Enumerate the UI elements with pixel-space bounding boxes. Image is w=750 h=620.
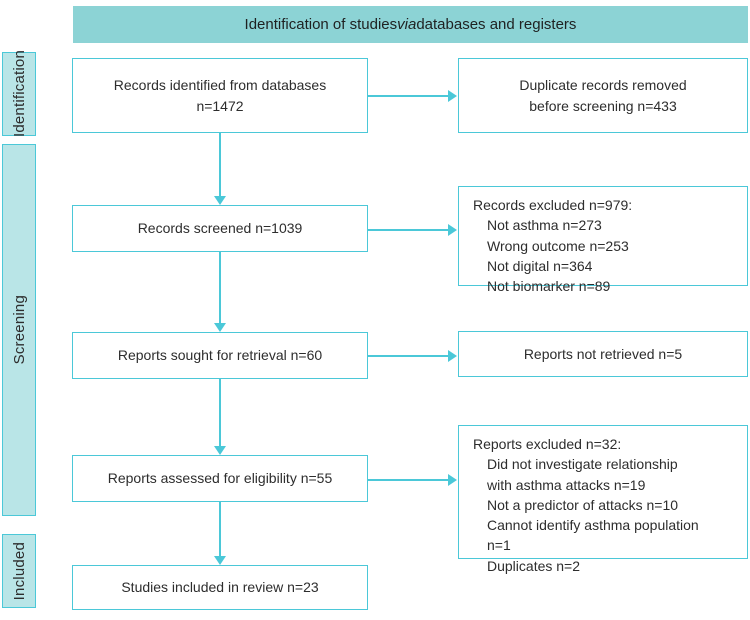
arrowhead-to-reports-assessed xyxy=(214,446,226,455)
connector-sought-to-not-retrieved xyxy=(368,355,449,357)
section-header-title: Identification of studies via databases … xyxy=(73,6,748,43)
box-reports-excluded-item-6: Duplicates n=2 xyxy=(487,557,581,574)
box-reports-excluded-item-5: n=1 xyxy=(487,537,511,554)
section-header-prefix: Identification of studies xyxy=(244,16,398,33)
stage-band-identification: Identification xyxy=(2,50,36,138)
box-duplicates-removed-line-1: Duplicate records removed xyxy=(519,77,687,94)
stage-band-included: Included xyxy=(2,534,36,608)
arrowhead-to-duplicates-removed xyxy=(448,90,457,102)
box-records-excluded: Records excluded n=979: Not asthma n=273… xyxy=(458,186,748,294)
connector-assessed-to-reports-excluded xyxy=(368,479,449,481)
connector-identified-to-duplicates xyxy=(368,95,449,97)
arrowhead-to-reports-excluded xyxy=(448,474,457,486)
box-records-excluded-heading: Records excluded n=979: xyxy=(473,197,633,213)
box-reports-excluded-item-3: Not a predictor of attacks n=10 xyxy=(487,496,679,513)
box-studies-included: Studies included in review n=23 xyxy=(72,565,368,610)
connector-sought-to-assessed xyxy=(219,379,221,447)
box-records-excluded-item-1: Not asthma n=273 xyxy=(487,217,602,234)
box-reports-excluded-item-4: Cannot identify asthma population xyxy=(487,517,699,534)
arrowhead-to-records-screened xyxy=(214,196,226,205)
arrowhead-to-reports-sought xyxy=(214,323,226,332)
box-reports-excluded-item-1: Did not investigate relationship xyxy=(487,456,678,473)
connector-assessed-to-included xyxy=(219,502,221,557)
box-records-identified-line-2: n=1472 xyxy=(196,97,244,114)
stage-band-identification-label: Identification xyxy=(10,50,28,138)
arrowhead-to-reports-not-retrieved xyxy=(448,350,457,362)
box-records-excluded-item-4: Not biomarker n=89 xyxy=(487,278,611,295)
section-header-suffix: databases and registers xyxy=(416,16,577,33)
box-reports-sought-line-1: Reports sought for retrieval n=60 xyxy=(117,347,323,364)
box-reports-excluded-heading: Reports excluded n=32: xyxy=(473,436,622,452)
box-reports-excluded: Reports excluded n=32: Did not investiga… xyxy=(458,425,748,574)
box-reports-excluded-item-2: with asthma attacks n=19 xyxy=(487,476,646,493)
box-records-excluded-item-3: Not digital n=364 xyxy=(487,257,593,274)
box-records-screened-line-1: Records screened n=1039 xyxy=(137,220,303,237)
box-records-excluded-item-2: Wrong outcome n=253 xyxy=(487,237,629,254)
box-studies-included-line-1: Studies included in review n=23 xyxy=(121,579,319,596)
box-records-identified: Records identified from databases n=1472 xyxy=(72,58,368,133)
box-duplicates-removed-line-2: before screening n=433 xyxy=(529,97,677,114)
box-reports-assessed: Reports assessed for eligibility n=55 xyxy=(72,455,368,502)
stage-band-included-label: Included xyxy=(10,541,28,601)
box-reports-not-retrieved-line-1: Reports not retrieved n=5 xyxy=(523,345,683,362)
connector-screened-to-excluded xyxy=(368,229,449,231)
stage-band-screening-label: Screening xyxy=(10,295,28,365)
arrowhead-to-studies-included xyxy=(214,556,226,565)
section-header-emphasis: via xyxy=(397,16,417,33)
box-records-identified-line-1: Records identified from databases xyxy=(113,77,327,94)
connector-identified-to-screened xyxy=(219,133,221,197)
stage-band-screening: Screening xyxy=(2,144,36,516)
box-reports-not-retrieved: Reports not retrieved n=5 xyxy=(458,331,748,377)
connector-screened-to-sought xyxy=(219,252,221,324)
box-duplicates-removed: Duplicate records removed before screeni… xyxy=(458,58,748,133)
arrowhead-to-records-excluded xyxy=(448,224,457,236)
box-records-screened: Records screened n=1039 xyxy=(72,205,368,252)
box-reports-assessed-line-1: Reports assessed for eligibility n=55 xyxy=(107,470,333,487)
box-reports-sought: Reports sought for retrieval n=60 xyxy=(72,332,368,379)
